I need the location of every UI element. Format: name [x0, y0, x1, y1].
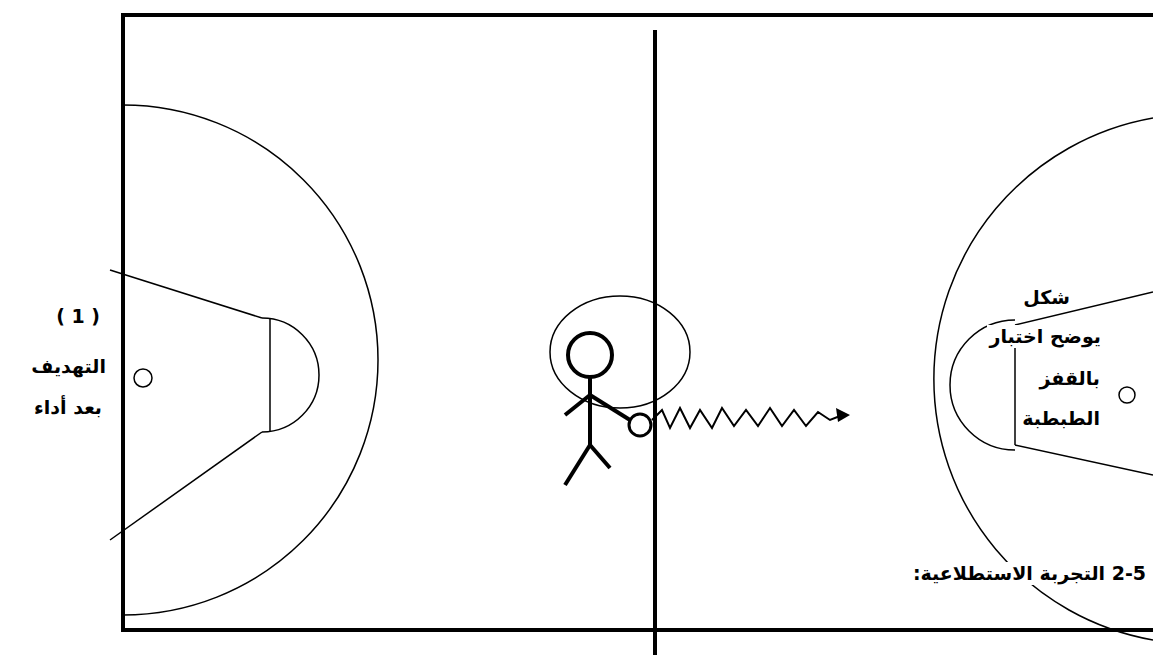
caption-text: التهديف: [29, 355, 108, 378]
caption-text: الطبطبة: [1020, 407, 1102, 430]
three-point-arc: [123, 105, 378, 615]
caption-text: 2-5 التجربة الاستطلاعية:: [911, 562, 1148, 585]
arrowhead: [836, 408, 850, 422]
player-figure: [565, 333, 651, 485]
center-circle: [550, 296, 690, 408]
caption-text: بعد أداء: [32, 396, 104, 419]
dribble-path: [652, 408, 840, 428]
figure-number: ( 1 ): [54, 305, 102, 328]
basket: [1119, 387, 1135, 403]
center-line: [653, 30, 657, 655]
ball: [629, 414, 651, 436]
caption-text: بالقفز: [1037, 367, 1102, 390]
caption-text: يوضح اختبار: [987, 325, 1103, 348]
court-border: [123, 15, 1153, 630]
basket: [134, 369, 152, 387]
caption-text: شكل: [1021, 286, 1072, 309]
